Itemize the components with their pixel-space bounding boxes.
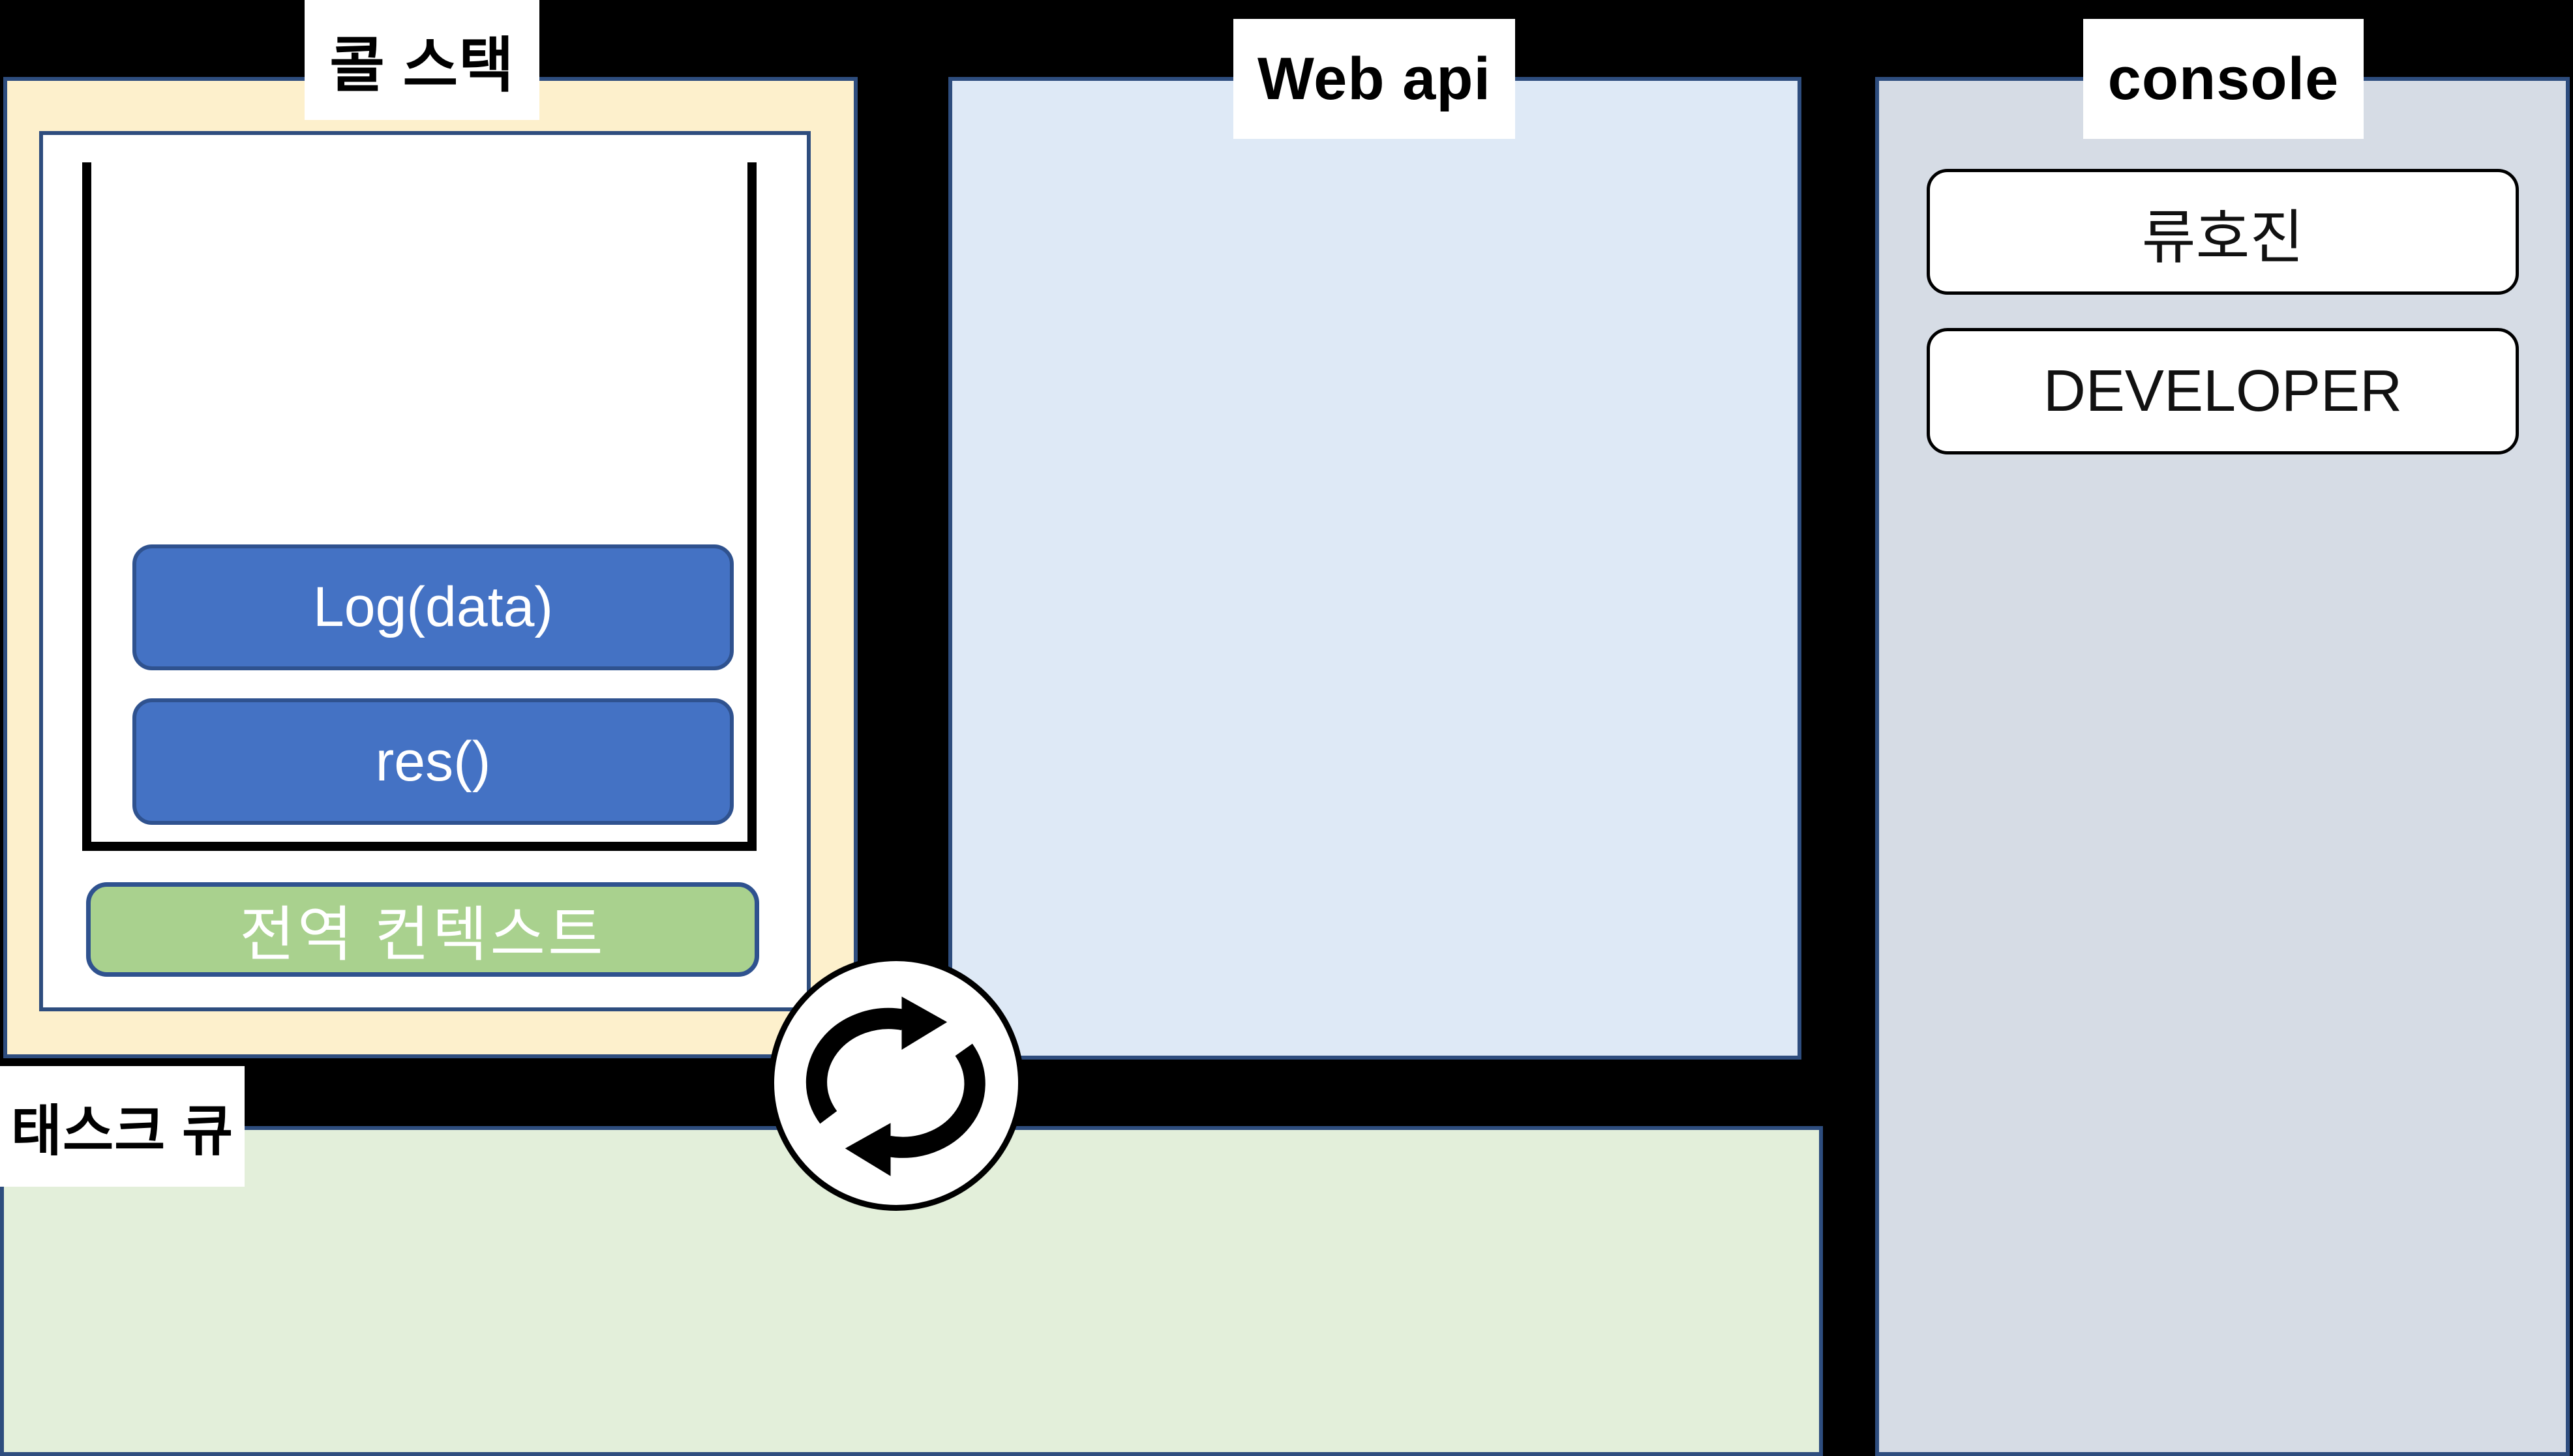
stack-outline (82, 162, 757, 851)
console-entry-developer: DEVELOPER (1927, 328, 2519, 454)
console-entry-name: 류호진 (1927, 169, 2519, 295)
global-context-label: 전역 컨텍스트 (239, 902, 606, 968)
console-entry-developer-text: DEVELOPER (2043, 358, 2403, 424)
web-api-title: Web api (1233, 19, 1515, 139)
task-queue-title-text: 태스크 큐 (10, 1101, 234, 1163)
call-stack-title: 콜 스택 (305, 0, 539, 120)
console-title: console (2083, 19, 2364, 139)
global-context-box: 전역 컨텍스트 (86, 882, 759, 977)
stack-frame-res-label: res() (375, 730, 491, 793)
console-panel (1875, 77, 2570, 1456)
task-queue-title: 태스크 큐 (0, 1066, 245, 1187)
stack-frame-log: Log(data) (132, 544, 734, 670)
web-api-title-text: Web api (1257, 45, 1492, 112)
call-stack-title-text: 콜 스택 (329, 32, 515, 99)
console-title-text: console (2107, 45, 2340, 112)
stack-frame-res: res() (132, 698, 734, 825)
event-loop-circle (768, 955, 1024, 1211)
cycle-arrows-icon (805, 996, 986, 1176)
console-entry-name-text: 류호진 (2141, 205, 2304, 271)
web-api-panel (948, 77, 1801, 1060)
stack-frame-log-label: Log(data) (312, 576, 554, 638)
